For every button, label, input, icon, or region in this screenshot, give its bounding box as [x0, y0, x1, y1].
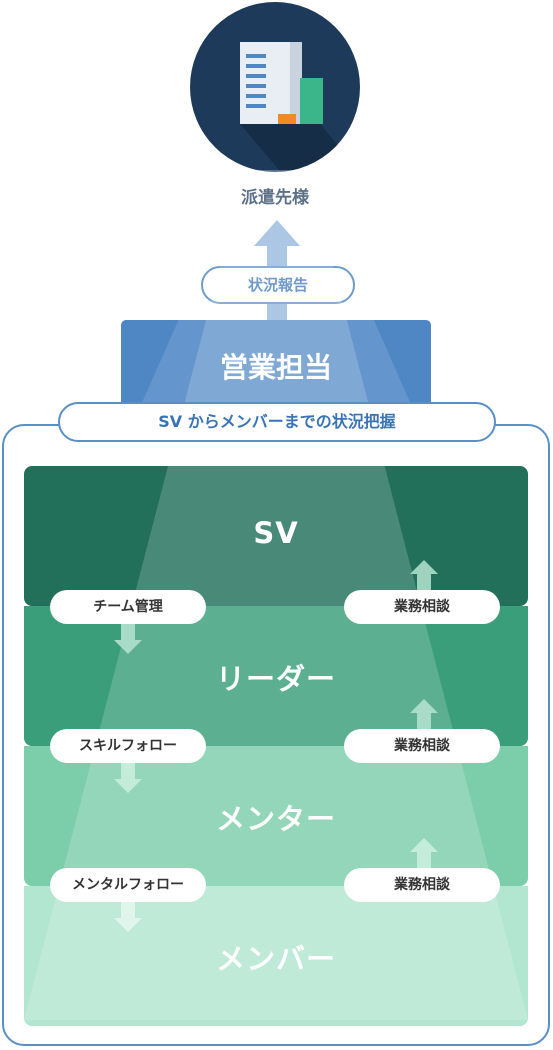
consult-up-arrow — [410, 560, 438, 590]
client-label: 派遣先様 — [241, 188, 309, 208]
consult-up-arrow — [410, 838, 438, 868]
layer-mentor — [24, 746, 528, 886]
office-building-icon — [190, 2, 360, 172]
report-pill: 状況報告 — [201, 266, 355, 304]
sales-label: 営業担当 — [219, 351, 332, 384]
team-management-tag: チーム管理 — [50, 590, 206, 624]
mental-down-arrow — [114, 902, 142, 932]
consult-up-arrow — [410, 699, 438, 729]
skill-follow-tag: スキルフォロー — [50, 729, 206, 763]
skill-down-arrow — [114, 763, 142, 793]
sv-overview-pill: SV からメンバーまでの状況把握 — [58, 402, 496, 442]
business-consult-tag: 業務相談 — [344, 729, 500, 763]
layer-member-label: メンバー — [215, 942, 336, 976]
management-down-arrow — [114, 624, 142, 654]
layer-leader — [24, 606, 528, 746]
layer-mentor-label: メンター — [215, 802, 336, 836]
business-consult-tag: 業務相談 — [344, 590, 500, 624]
business-consult-tag: 業務相談 — [344, 868, 500, 902]
layer-sv-label: SV — [253, 516, 299, 550]
mental-follow-tag: メンタルフォロー — [50, 868, 206, 902]
layer-member — [24, 886, 528, 1026]
layer-leader-label: リーダー — [215, 662, 336, 696]
layer-sv — [24, 466, 528, 606]
